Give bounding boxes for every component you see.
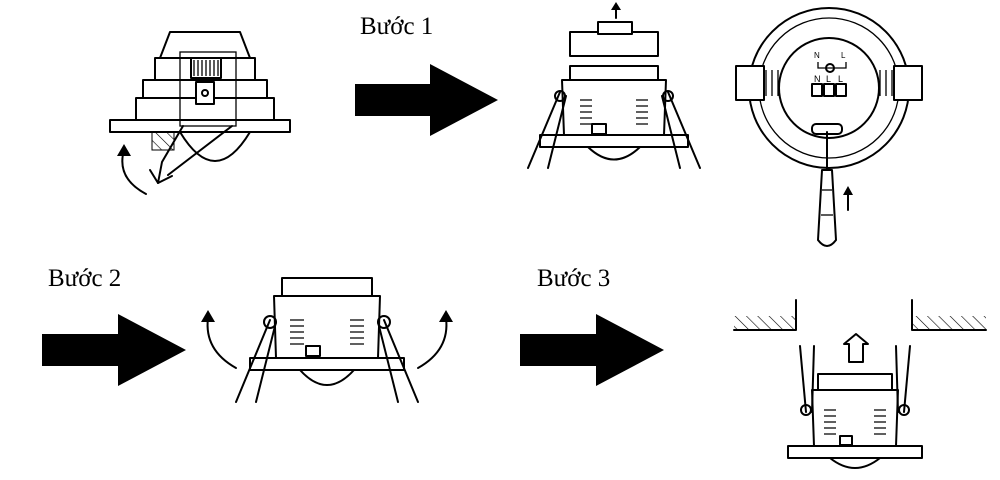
spring-coil xyxy=(580,99,648,125)
big-right-arrow-icon xyxy=(355,64,498,136)
up-arrow-icon xyxy=(611,2,621,19)
big-right-arrow-icon xyxy=(520,314,664,386)
up-arrow-icon xyxy=(843,186,853,211)
terminal-label: L xyxy=(838,74,843,84)
ceiling-surface xyxy=(733,299,987,331)
terminal-label: N xyxy=(814,74,821,84)
screwdriver-icon xyxy=(817,131,837,247)
rotate-arrow-icon xyxy=(201,310,237,369)
step-3-label: Bước 3 xyxy=(537,265,611,292)
sensor-figure-ceiling-insert xyxy=(733,299,987,469)
step-2-label: Bước 2 xyxy=(48,265,122,292)
big-right-arrow-icon xyxy=(42,314,186,386)
sensor-figure-spring-bend xyxy=(109,31,291,195)
spring-coil xyxy=(193,60,219,76)
terminal-label: L xyxy=(826,74,831,84)
up-arrow-icon xyxy=(843,333,869,363)
step-1-label: Bước 1 xyxy=(360,13,434,40)
terminal-label: N xyxy=(814,51,820,60)
sensor-figure-cap-removed xyxy=(527,2,701,169)
sensor-figure-top-view-wiring: N L N L L xyxy=(735,7,923,247)
rotate-arrow-icon xyxy=(117,144,147,195)
rotate-arrow-icon xyxy=(417,310,453,369)
sensor-figure-springs-open xyxy=(201,277,453,403)
spring-coil xyxy=(824,409,886,435)
spring-coil xyxy=(290,319,364,345)
terminal-label: L xyxy=(841,51,846,60)
